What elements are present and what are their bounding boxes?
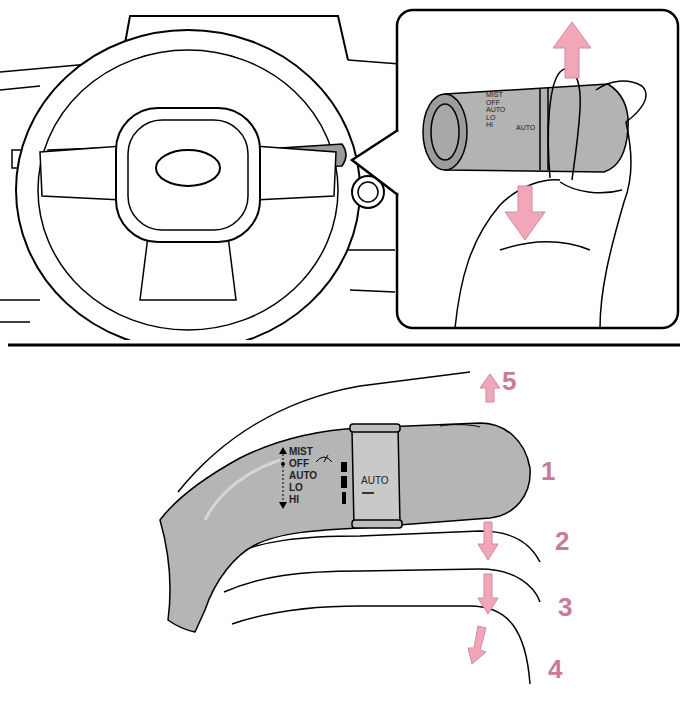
callout-number: 2 <box>555 528 569 554</box>
inset-lever <box>423 84 628 172</box>
lever-marking: AUTO <box>516 124 535 131</box>
lever-marking: AUTO <box>289 471 317 481</box>
divider <box>8 344 680 347</box>
callout-number: 5 <box>502 368 516 394</box>
lever-marking: MIST <box>289 447 313 457</box>
inset-pointer <box>352 130 398 195</box>
lever-marking: LO <box>486 114 495 121</box>
lever-marking: OFF <box>486 99 500 106</box>
callout-number: 4 <box>548 656 562 682</box>
lever-marking: OFF <box>289 459 309 469</box>
inset-frame <box>397 10 678 328</box>
motion-arrows <box>505 22 591 240</box>
lever-marking: AUTO <box>486 106 505 113</box>
lever-marking: HI <box>486 121 493 128</box>
lever-marking: HI <box>289 495 299 505</box>
lever-marking: AUTO <box>361 476 389 486</box>
hand <box>455 69 646 328</box>
wiper-lever <box>160 423 530 632</box>
callout-number: 3 <box>558 594 572 620</box>
callout-number: 1 <box>541 458 555 484</box>
lever-symbols <box>279 447 374 509</box>
position-arrows <box>468 374 500 664</box>
lever-marking: MIST <box>486 91 503 98</box>
lever-marking: LO <box>289 483 303 493</box>
dashboard-view <box>0 16 400 340</box>
